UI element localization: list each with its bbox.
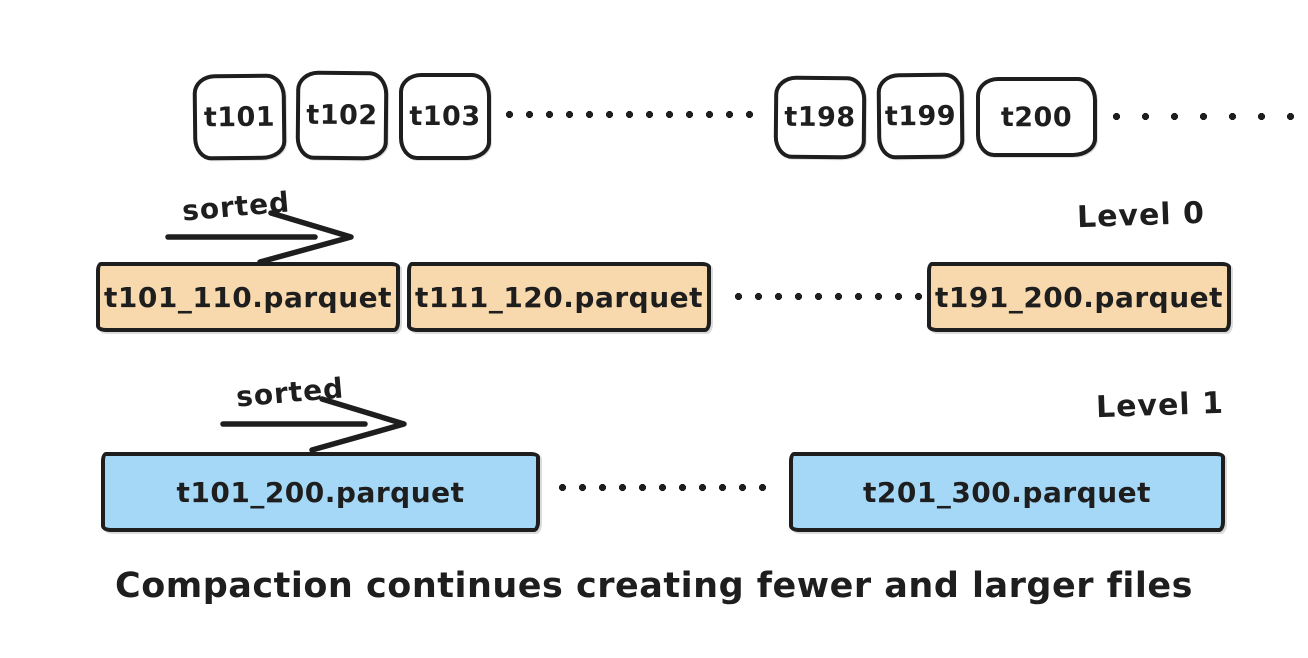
level0-file-box-1: t101_110.parquet	[96, 262, 400, 332]
ellipsis-dots-level0	[734, 292, 922, 301]
level0-file-box-3: t191_200.parquet	[927, 262, 1231, 332]
level1-label: Level 1	[1095, 385, 1225, 426]
sorted-arrow-icon-level1	[220, 396, 407, 453]
memtable-box-t198: t198	[773, 75, 867, 160]
memtable-box-t103: t103	[399, 73, 491, 160]
memtable-box-t200: t200	[976, 77, 1097, 157]
ellipsis-dots-top-right	[1112, 112, 1298, 121]
level0-file-box-2: t111_120.parquet	[407, 262, 711, 332]
level1-file-box-1: t101_200.parquet	[101, 452, 540, 532]
memtable-box-t199: t199	[876, 72, 965, 160]
sorted-arrow-icon-level0	[165, 210, 354, 265]
ellipsis-dots-level1	[558, 483, 774, 492]
ellipsis-dots-top-middle	[505, 110, 763, 119]
memtable-box-t102: t102	[295, 70, 389, 161]
level0-label: Level 0	[1076, 195, 1206, 236]
memtable-box-t101: t101	[192, 73, 287, 161]
caption: Compaction continues creating fewer and …	[115, 566, 1193, 606]
level1-file-box-2: t201_300.parquet	[789, 452, 1225, 532]
